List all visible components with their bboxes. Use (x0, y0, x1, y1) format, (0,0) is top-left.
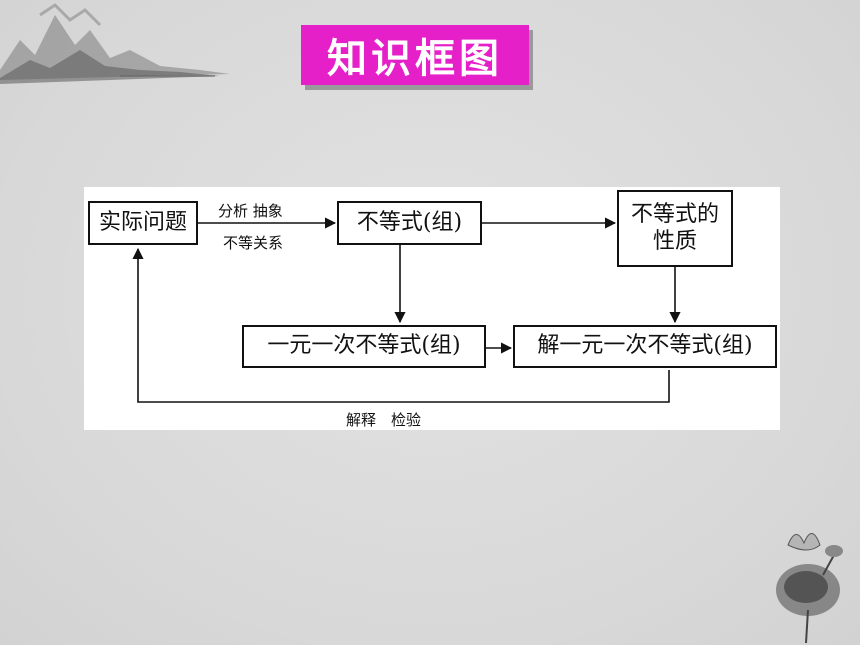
title-banner: 知识框图 (301, 25, 529, 85)
node-inequality-properties: 不等式的 性质 (617, 190, 733, 267)
node-linear-inequality-group: 一元一次不等式(组) (242, 325, 486, 368)
flowchart-connectors (132, 217, 681, 403)
node-inequality-properties-line2: 性质 (652, 228, 697, 254)
node-solve-linear-inequality-group: 解一元一次不等式(组) (513, 325, 777, 368)
landscape-painting-decoration (0, 3, 230, 84)
knowledge-flowchart: 实际问题 不等式(组) 不等式的 性质 一元一次不等式(组) 解一元一次不等式(… (84, 187, 780, 430)
page-title: 知识框图 (327, 36, 503, 82)
lotus-painting-decoration (776, 533, 843, 644)
edge-solve-to-problem (132, 247, 670, 403)
node-practical-problem-label: 实际问题 (98, 209, 187, 235)
edge-label-analyze-abstract: 分析 抽象 (218, 202, 283, 220)
edge-label-inequality-relation: 不等关系 (223, 234, 284, 252)
edge-label-explain-check: 解释 检验 (346, 411, 422, 429)
node-practical-problem: 实际问题 (88, 201, 198, 245)
node-inequality-group: 不等式(组) (337, 201, 482, 245)
node-solve-linear-inequality-group-label: 解一元一次不等式(组) (537, 333, 753, 359)
node-linear-inequality-group-label: 一元一次不等式(组) (267, 333, 461, 359)
node-inequality-group-label: 不等式(组) (356, 209, 463, 235)
node-inequality-properties-line1: 不等式的 (630, 202, 719, 228)
